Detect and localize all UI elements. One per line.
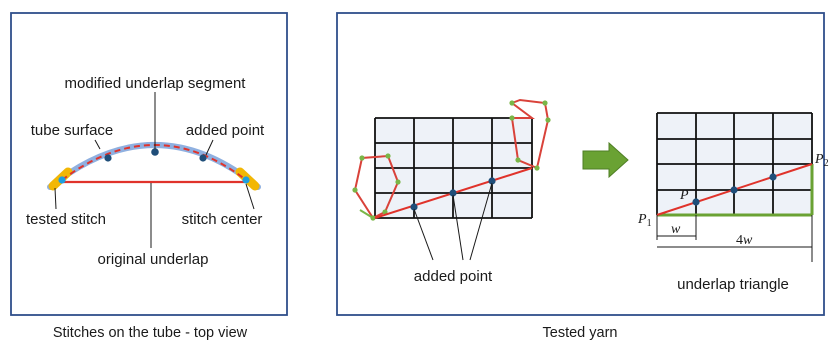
added-point-dot (151, 148, 159, 156)
left-panel-frame (10, 12, 288, 316)
leader-line (245, 183, 255, 210)
added-point-dot (410, 203, 418, 211)
transform-arrow (582, 141, 629, 179)
right-panel-frame (336, 12, 825, 316)
label-underlap-triangle: underlap triangle (677, 276, 789, 293)
added-point-dot (730, 186, 738, 194)
leader-line (452, 194, 464, 261)
label-p1: P1 (637, 212, 652, 229)
label-tube-surface: tube surface (31, 122, 114, 139)
label-tested-stitch: tested stitch (26, 211, 106, 228)
leader-line (469, 182, 493, 261)
point-p-dot (692, 198, 700, 206)
label-p2: P2 (814, 152, 829, 169)
leader-line (94, 139, 101, 150)
yarn-grid-left (374, 117, 533, 219)
leader-line (54, 187, 57, 210)
label-w: w (671, 222, 681, 237)
label-added-point-right: added point (414, 268, 493, 285)
loop-nodes (352, 100, 551, 221)
leader-line (413, 208, 434, 261)
label-added-point: added point (186, 122, 265, 139)
added-point-dot (104, 154, 112, 162)
label-4w: 4w (736, 233, 753, 248)
stitch-center-dot (58, 176, 66, 184)
stitch-center-dot (242, 176, 250, 184)
added-point-dot (199, 154, 207, 162)
label-p: P (679, 188, 689, 203)
added-point-dot (449, 189, 457, 197)
yarn-grid-right (656, 112, 813, 215)
label-modified-underlap-segment: modified underlap segment (65, 75, 247, 92)
label-4w-variable: w (743, 233, 753, 248)
label-original-underlap: original underlap (98, 251, 209, 268)
leader-line (205, 139, 214, 156)
added-point-dot (769, 173, 777, 181)
label-stitch-center: stitch center (182, 211, 263, 228)
right-panel-caption: Tested yarn (543, 325, 618, 341)
added-point-dot (488, 177, 496, 185)
modified-underlap-curve (61, 144, 247, 181)
left-panel-caption: Stitches on the tube - top view (53, 325, 248, 341)
